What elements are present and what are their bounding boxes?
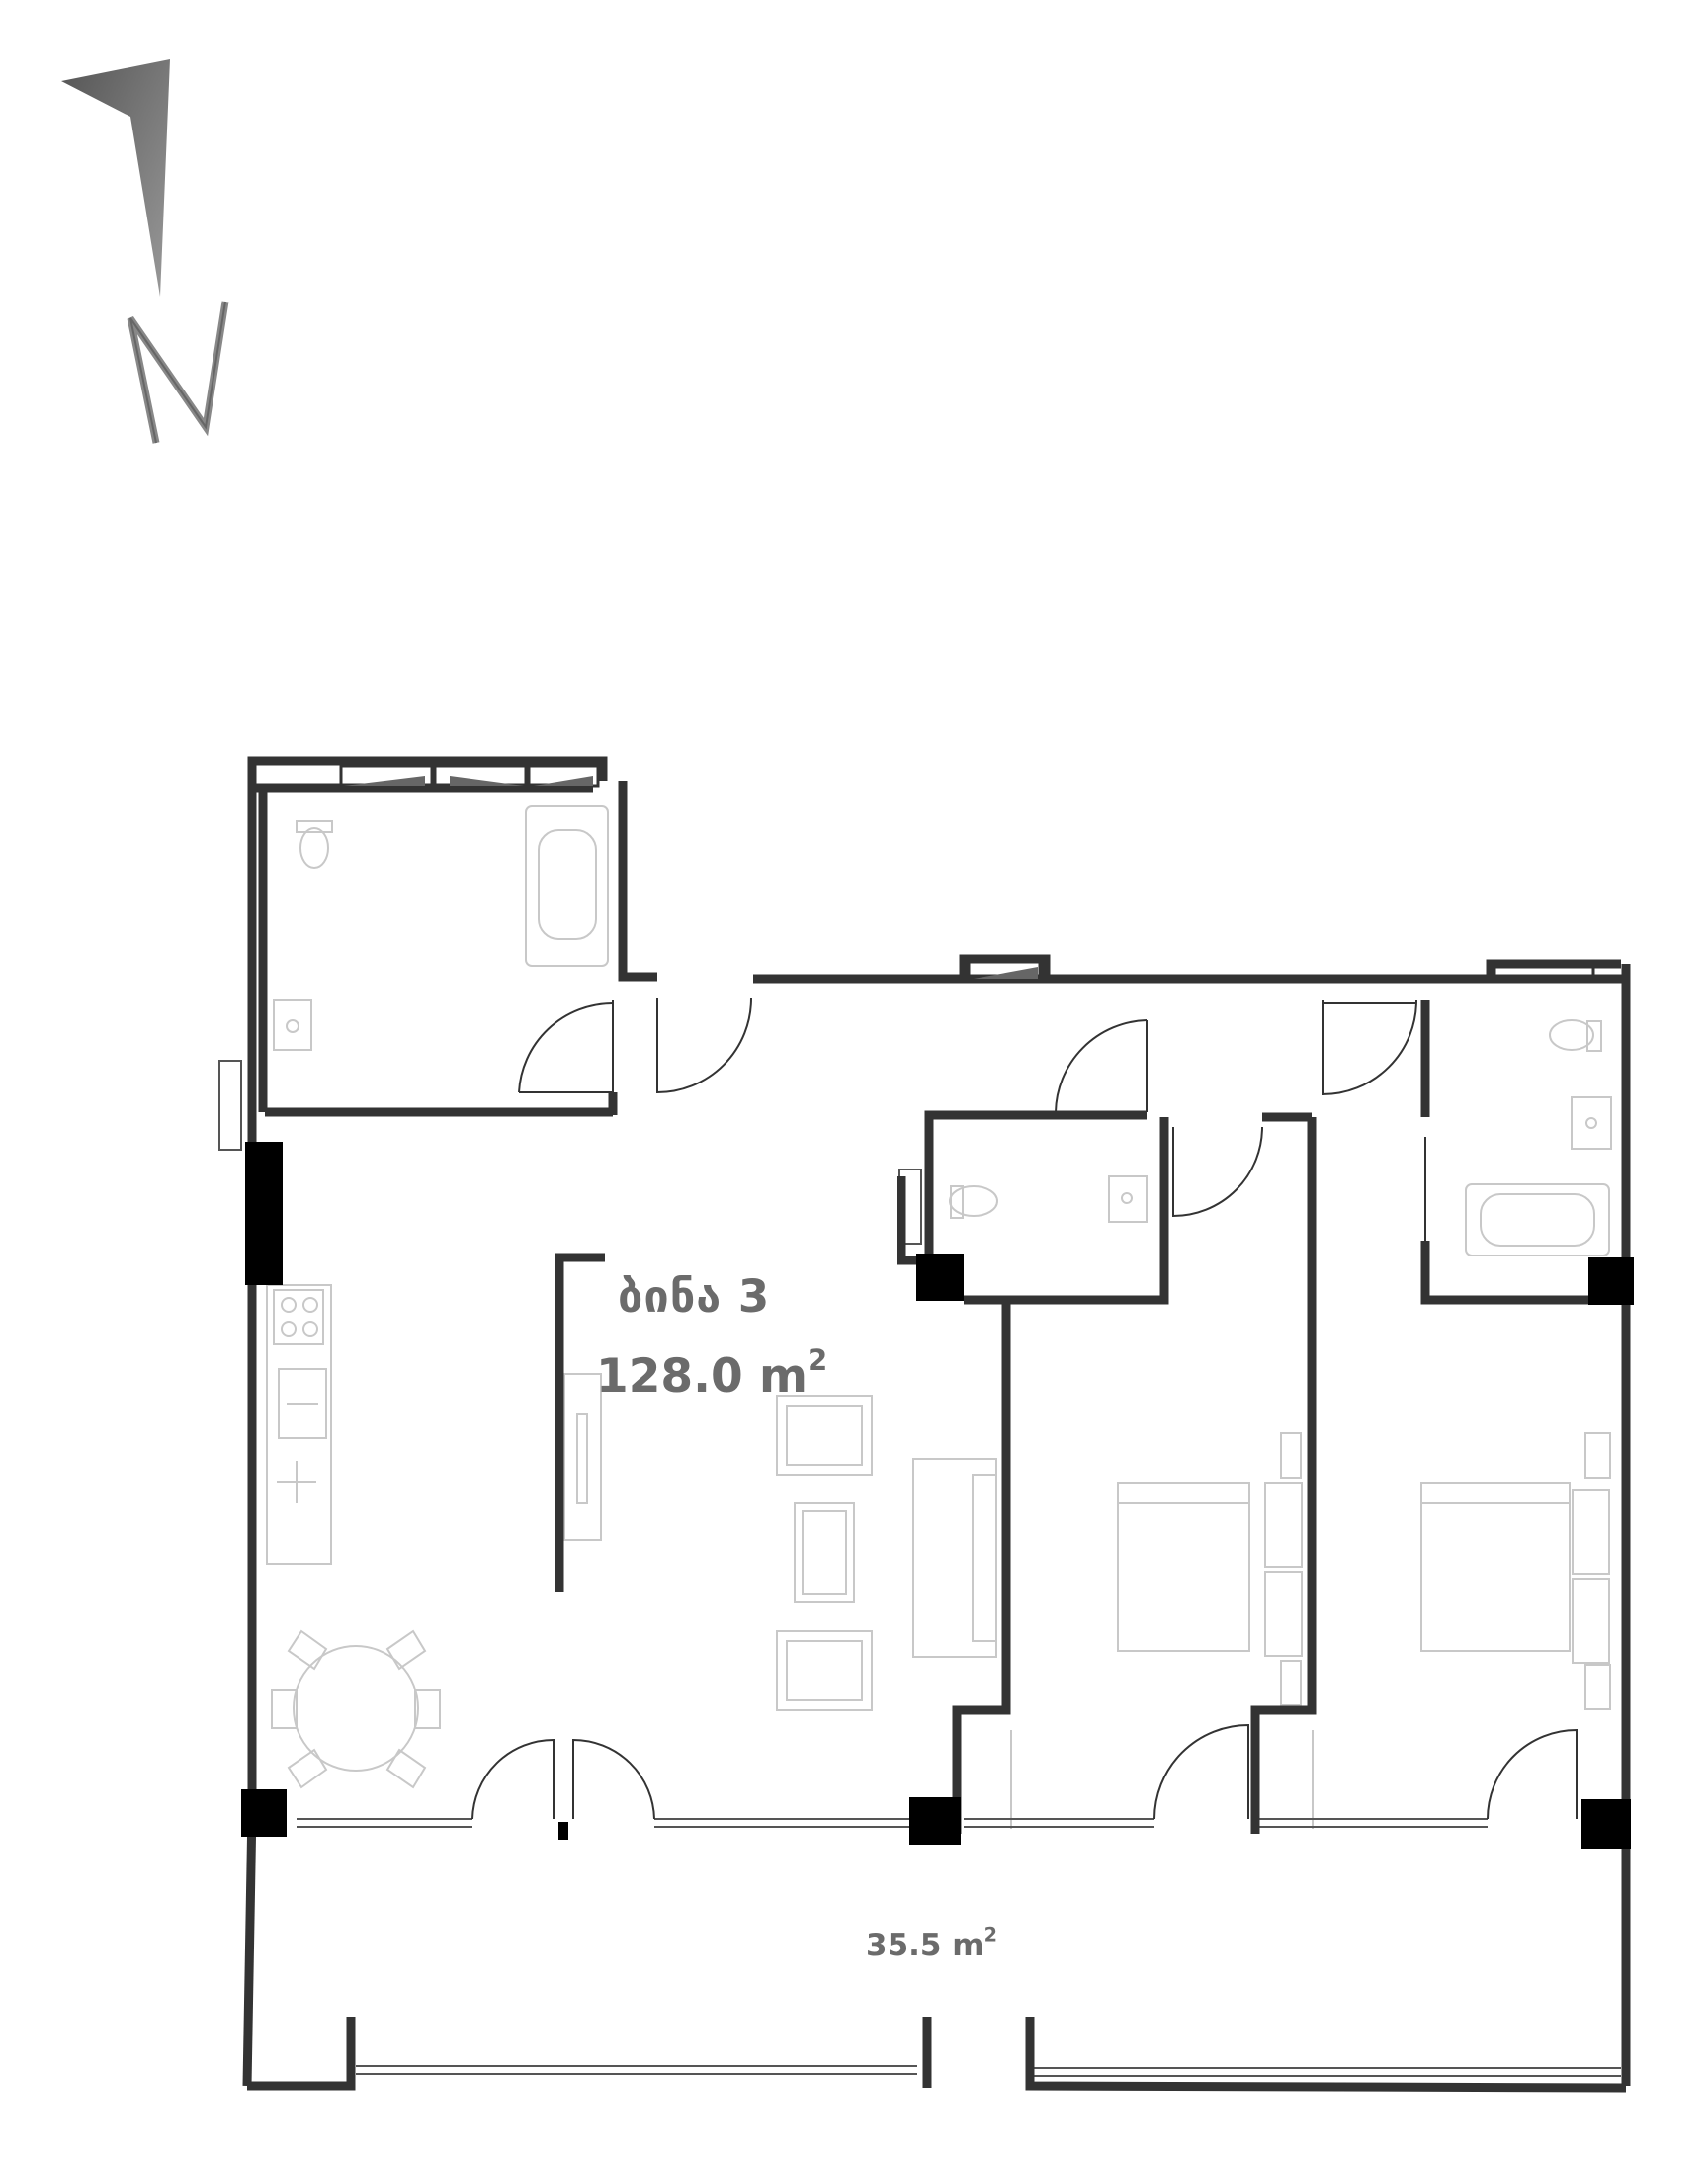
kitchen-counter <box>266 1284 332 1565</box>
north-arrow-icon <box>61 59 229 444</box>
bed-1 <box>1117 1482 1250 1652</box>
bathtub-right <box>1465 1183 1610 1256</box>
nightstand-2a <box>1572 1489 1610 1575</box>
furniture-layer <box>266 805 1612 1829</box>
bed-2 <box>1420 1482 1571 1652</box>
columns-layer <box>241 1142 1634 1849</box>
apartment-area-label: 128.0 m2 <box>596 1343 828 1404</box>
top-windows <box>339 764 1595 981</box>
windows-layer <box>218 1060 1621 2077</box>
armchair-2 <box>776 1630 873 1711</box>
walls-layer <box>242 756 1631 2093</box>
balcony-area-label: 35.5 m2 <box>866 1923 997 1963</box>
bathtub <box>525 805 609 967</box>
sink-top-bath <box>273 999 312 1051</box>
doors-layer <box>471 997 1578 1820</box>
nightstand-1a <box>1264 1482 1303 1568</box>
toilet-top-bath <box>299 827 329 869</box>
apartment-name-label: ბინა 3 <box>618 1270 771 1323</box>
cooktop <box>273 1289 324 1345</box>
sink-right <box>1571 1096 1612 1150</box>
armchair-1 <box>776 1395 873 1476</box>
toilet-middle <box>949 1185 998 1217</box>
kitchen-sink <box>278 1368 327 1439</box>
tv-unit <box>563 1373 602 1541</box>
nightstand-2b <box>1572 1578 1610 1664</box>
compass-letter-n <box>127 301 229 444</box>
sofa <box>912 1458 997 1658</box>
sink-middle <box>1108 1175 1148 1223</box>
coffee-table <box>794 1502 855 1603</box>
dining-table <box>271 1629 441 1789</box>
toilet-right <box>1549 1019 1594 1051</box>
nightstand-1b <box>1264 1571 1303 1657</box>
